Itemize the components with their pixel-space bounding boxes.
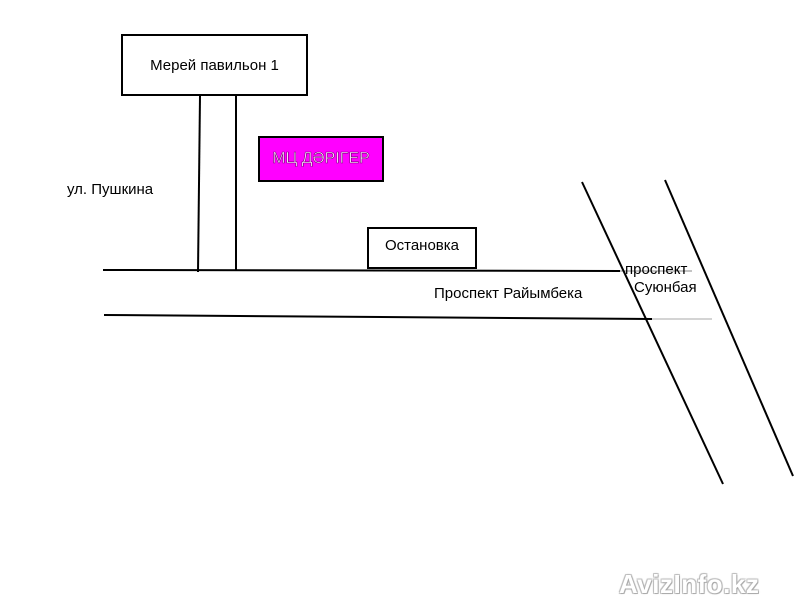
suyunbai-road-east-edge	[664, 179, 794, 477]
suyunbai-road-west-edge	[581, 181, 724, 485]
raiymbek-road-south-edge	[103, 314, 653, 320]
suyunbai-avenue-label-line2: Суюнбая	[634, 279, 697, 296]
bus-stop-box: Остановка	[367, 227, 477, 269]
pavilion-label: Мерей павильон 1	[150, 56, 279, 74]
pushkin-street-west-edge	[197, 95, 201, 273]
raiymbek-road-north-edge	[102, 269, 621, 272]
suyunbai-avenue-label-line1: проспект	[625, 261, 688, 278]
bus-stop-label: Остановка	[384, 237, 460, 254]
pavilion-box: Мерей павильон 1	[121, 34, 308, 96]
clinic-label: МЦ ДӘРІГЕР	[272, 150, 370, 168]
watermark: AvizInfo.kz	[619, 569, 760, 599]
raiymbek-avenue-label: Проспект Райымбека	[434, 285, 583, 302]
pushkin-street-label: ул. Пушкина	[67, 181, 154, 198]
clinic-box: МЦ ДӘРІГЕР	[258, 136, 384, 182]
